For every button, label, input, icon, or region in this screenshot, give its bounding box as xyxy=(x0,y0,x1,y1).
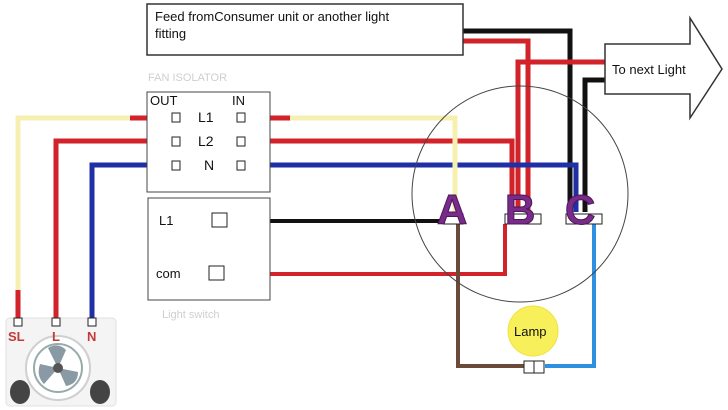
wire-feed-black xyxy=(462,28,573,212)
wire-l2-red xyxy=(245,138,515,212)
isolator-title: FAN ISOLATOR xyxy=(148,72,227,84)
fan-icon xyxy=(5,317,117,407)
junction-label-c: C xyxy=(565,186,595,233)
wire-feed-red xyxy=(462,38,531,212)
feed-box-line2: fitting xyxy=(155,26,186,41)
lamp-label: Lamp xyxy=(514,324,547,339)
junction-terminal-b xyxy=(504,213,542,225)
isolator-l1-label: L1 xyxy=(198,109,214,125)
light-switch-box xyxy=(147,197,271,301)
wire-lamp-brown xyxy=(456,224,524,368)
next-light-label: To next Light xyxy=(612,62,686,77)
isolator-terminal-in-l1 xyxy=(236,112,246,123)
isolator-out-label: OUT xyxy=(150,93,178,108)
fan-terminal-sl xyxy=(13,317,23,327)
junction-terminal-a xyxy=(442,213,464,225)
wire-n-blue xyxy=(245,162,579,212)
wire-fan-sl-yellow xyxy=(15,115,172,318)
feed-box xyxy=(146,3,464,56)
isolator-terminal-out-n xyxy=(171,160,181,171)
junction-label-a: A xyxy=(437,186,467,233)
isolator-n-label: N xyxy=(204,157,214,173)
fan-l-label: L xyxy=(52,329,60,344)
isolator-l2-label: L2 xyxy=(198,133,214,149)
junction-label-b: B xyxy=(505,186,535,233)
fan-n-label: N xyxy=(87,329,96,344)
isolator-in-label: IN xyxy=(232,93,245,108)
wire-next-red xyxy=(515,59,606,212)
switch-terminal-l1 xyxy=(211,212,228,228)
junction-terminal-c xyxy=(565,213,603,225)
isolator-terminal-out-l1 xyxy=(171,112,181,123)
junction-box xyxy=(411,85,629,303)
isolator-terminal-out-l2 xyxy=(171,136,181,147)
isolator-box xyxy=(146,91,271,193)
wire-com-red xyxy=(230,224,507,276)
switch-l1-label: L1 xyxy=(159,213,173,228)
switch-terminal-com xyxy=(208,265,225,281)
wire-fan-n-blue xyxy=(89,162,172,318)
feed-box-line1: Feed fromConsumer unit or another light xyxy=(155,9,390,24)
switch-com-label: com xyxy=(156,266,181,281)
wire-fan-l-red xyxy=(53,138,172,318)
fan-sl-label: SL xyxy=(8,329,25,344)
wire-l1-yellow xyxy=(245,115,458,212)
wire-next-black xyxy=(582,77,606,212)
isolator-terminal-in-l2 xyxy=(236,136,246,147)
isolator-terminal-in-n xyxy=(236,160,246,171)
wire-lamp-blue xyxy=(545,224,596,368)
fan-terminal-n xyxy=(87,317,97,327)
fan-terminal-l xyxy=(51,317,61,327)
lamp-bulb-icon xyxy=(507,305,559,357)
next-light-arrow xyxy=(604,15,723,121)
light-switch-caption: Light switch xyxy=(162,309,219,321)
